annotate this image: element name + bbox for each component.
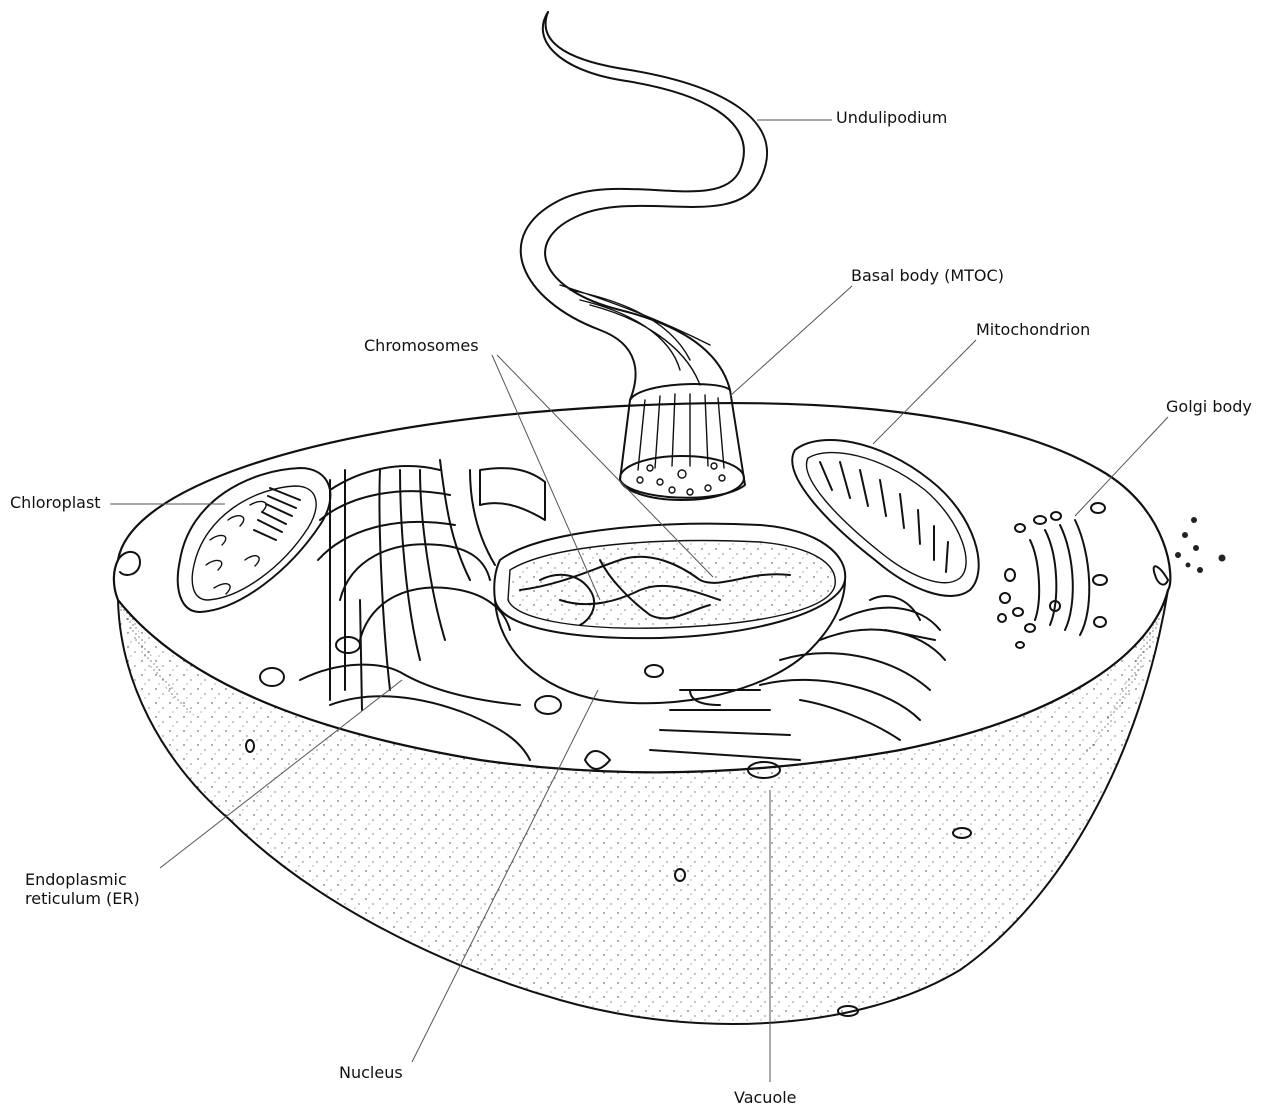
- label-chloroplast: Chloroplast: [10, 493, 101, 513]
- label-golgi: Golgi body: [1166, 397, 1252, 417]
- undulipodium-shape: [521, 12, 767, 400]
- label-basal-body: Basal body (MTOC): [851, 266, 1004, 286]
- leader-basal-body: [730, 286, 852, 396]
- secretion-dots: [1175, 517, 1226, 573]
- label-undulipodium: Undulipodium: [836, 108, 947, 128]
- label-chromosomes: Chromosomes: [364, 336, 479, 356]
- label-er-line1: Endoplasmic: [25, 870, 127, 890]
- label-mitochondrion: Mitochondrion: [976, 320, 1090, 340]
- label-er-line2: reticulum (ER): [25, 889, 140, 909]
- label-vacuole: Vacuole: [734, 1088, 797, 1108]
- label-nucleus: Nucleus: [339, 1063, 403, 1083]
